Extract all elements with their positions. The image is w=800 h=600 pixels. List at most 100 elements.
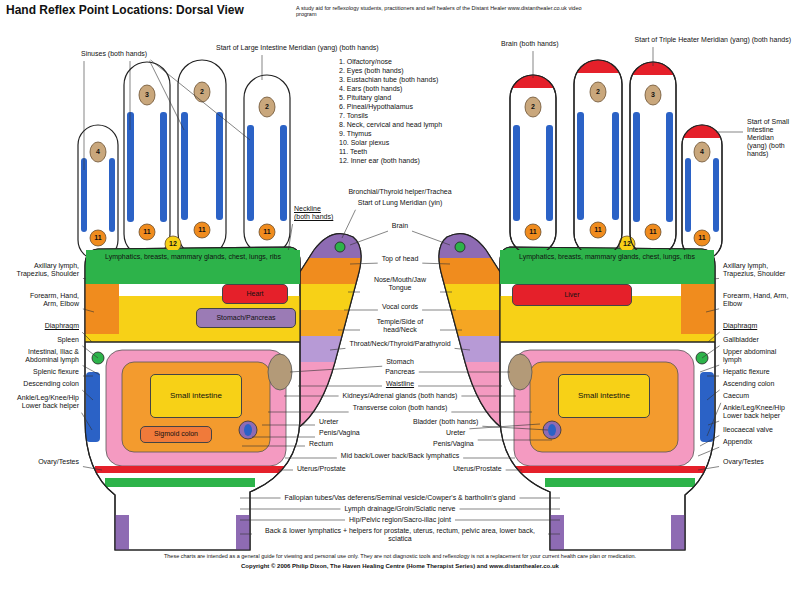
leader-line [716,132,743,133]
callout-number: 2 [596,88,600,96]
callout-label: Waistline [385,380,415,388]
leader-line [240,509,340,510]
callout-number: 11 [198,226,205,234]
callout-label: A study aid for reflexology students, pr… [295,5,595,18]
leader-line [130,61,131,130]
leader-line [82,346,98,358]
leader-line [482,426,548,430]
leader-line [278,470,293,471]
leader-line [350,231,388,245]
region-box: Small intestine [558,374,650,418]
callout-label: Forearm, Hand, Arm, Elbow [14,292,80,308]
left-hand [78,60,380,550]
leader-line [707,403,721,436]
callout-label: Descending colon [22,380,80,388]
callout-number: 11 [529,228,536,236]
callout-number: 11 [594,226,601,234]
leader-line [83,309,94,312]
callout-label: Uterus/Prostate [296,465,347,473]
callout-label: Start of Large Intestine Meridian (yang)… [215,44,380,52]
region-label: Heart [246,290,263,298]
brain-caps [510,60,722,138]
leader-line [262,425,315,426]
leader-line [83,366,100,375]
callout-number: 3 [145,91,149,99]
leader-line [708,332,720,342]
leader-line [702,346,720,358]
callout-label: 12. Inner ear (both hands) [338,157,421,165]
callout-label: Appendix [722,438,753,446]
callout-label: Hip/Pelvic region/Sacro-iliac joint [348,516,452,524]
callout-label: Throat/Neck/Thyroid/Parathyroid [348,340,451,348]
callout-label: Back & lower lymphatics + helpers for pr… [255,527,545,543]
callout-number: 12 [623,240,631,248]
callout-label: 3. Eustachian tube (both hands) [338,76,439,84]
leader-line [469,424,540,429]
callout-label: Ureter [318,418,339,426]
leader-line [422,263,450,265]
leader-line [698,447,719,456]
leader-line [519,498,560,499]
callout-label: 6. Pineal/Hypothalamus [338,103,414,111]
leader-line [83,467,102,470]
leader-line [700,365,719,372]
callout-label: 4. Ears (both hands) [338,85,403,93]
region-label: Lymphatics, breasts, mammary glands, che… [519,253,695,261]
leader-line [707,390,720,400]
callout-label: Kidneys/Adrenal glands (both hands) [342,392,459,400]
leader-line [463,458,515,459]
callout-number: 4 [96,148,100,156]
callout-label: Start of Triple Heater Meridian (yang) (… [634,36,792,44]
finger-tip-outlines [510,60,722,260]
finger-outline [574,60,622,257]
callout-label: Forearm, Hand, Arm, Elbow [722,292,796,308]
region-box: Small intestine [150,374,242,418]
leader-line [440,330,462,331]
callout-number: 2 [200,88,204,96]
callout-number: 11 [698,234,705,242]
leader-line [348,292,360,293]
callout-label: Mid back/Lower back/Back lymphatics [340,452,460,460]
callout-number: 12 [169,240,177,248]
callout-label: Spleen [56,336,80,344]
callout-label: Fallopian tubes/Vas deferens/Seminal ves… [284,494,517,502]
leader-line [84,61,85,170]
callout-label: Temple/Side of head/Neck [363,318,437,334]
region-box: Lymphatics, breasts, mammary glands, che… [86,250,300,284]
leader-line [288,224,293,252]
callout-label: Ankle/Leg/Knee/Hip Lower back helper [722,404,796,420]
leader-line [268,412,349,413]
callout-label: Sinuses (both hands) [80,50,148,58]
callout-label: Transverse colon (both hands) [352,404,449,412]
leader-line [419,372,510,373]
leader-line [240,498,281,499]
leader-line [451,412,532,413]
region-label: Small intestine [170,391,222,400]
callout-label: 10. Solar plexus [338,139,390,147]
callout-label: Axillary lymph, Trapezius, Shoulder [14,262,80,278]
callout-label: Neckline (both hands) [293,205,339,221]
region-box: Sigmoid colon [140,426,212,443]
callout-label: Pancreas [384,368,416,376]
callout-label: Top of head [381,255,420,263]
callout-label: 1. Olfactory/nose [338,58,393,66]
callout-label: Brain [391,222,409,230]
leader-line [149,61,184,130]
region-label: Small intestine [578,391,630,400]
region-box: Stomach/Pancreas [196,308,296,328]
callout-number: 2 [531,103,535,111]
callout-label: Penis/Vagina [432,440,475,448]
callout-label: Vocal cords [381,303,419,311]
finger-outline [510,75,556,255]
copyright-note: Copyright © 2006 Philip Dixon, The Haven… [240,563,560,570]
callout-number: 11 [143,228,150,236]
region-box: Liver [512,284,632,306]
callout-label: Diaphragm [722,322,758,330]
callout-label: Lymph drainage/Groin/Sciatic nerve [343,505,456,513]
callout-label: Ankle/Leg/Knee/Hip Lower back helper [4,394,80,410]
leader-line [252,437,315,438]
leader-line [707,376,719,377]
leader-line [708,421,719,425]
callout-label: Caecum [722,392,750,400]
leader-line [418,386,502,387]
